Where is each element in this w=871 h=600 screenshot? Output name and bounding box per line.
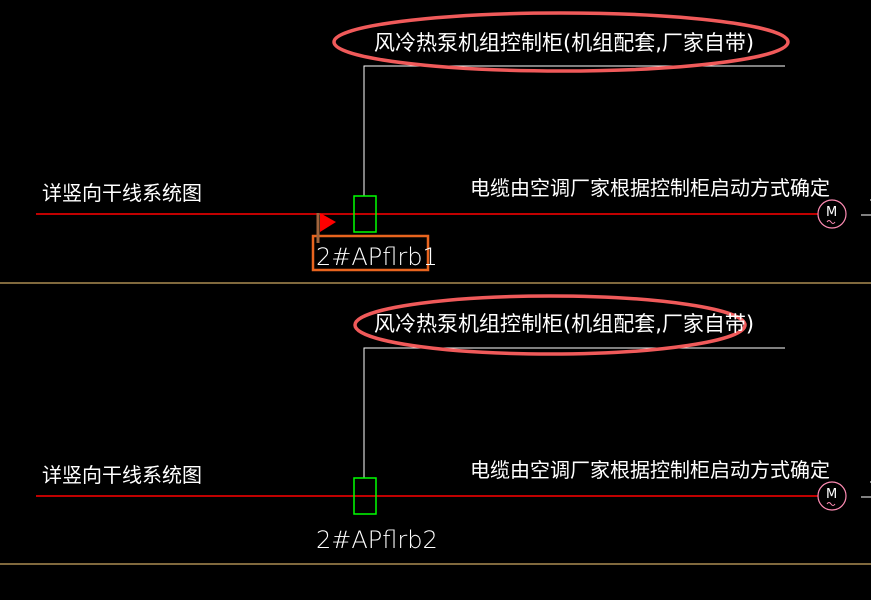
panel-2: 风冷热泵机组控制柜(机组配套,厂家自带) 详竖向干线系统图 电缆由空调厂家根据控… [36, 294, 871, 554]
ac-wave-icon [826, 502, 836, 506]
ac-wave-icon [826, 220, 836, 224]
highlight-ellipse [332, 11, 790, 73]
panel-label[interactable]: 2#APflrb2 [316, 526, 438, 554]
motor-icon[interactable] [817, 199, 847, 229]
left-note[interactable]: 详竖向干线系统图 [42, 181, 202, 205]
cabinet-box[interactable] [353, 195, 377, 233]
cabinet-title[interactable]: 风冷热泵机组控制柜(机组配套,厂家自带) [374, 312, 754, 336]
cable-note[interactable]: 电缆由空调厂家根据控制柜启动方式确定 [470, 176, 830, 200]
leader-line[interactable] [363, 65, 785, 196]
leader-line[interactable] [363, 347, 785, 478]
highlight-ellipse [353, 294, 747, 356]
cabinet-box[interactable] [353, 477, 377, 515]
left-note[interactable]: 详竖向干线系统图 [42, 463, 202, 487]
motor-symbol: M [826, 205, 837, 220]
flag-icon [320, 213, 336, 232]
cabinet-title[interactable]: 风冷热泵机组控制柜(机组配套,厂家自带) [374, 31, 754, 55]
cable-note[interactable]: 电缆由空调厂家根据控制柜启动方式确定 [470, 458, 830, 482]
motor-symbol: M [826, 487, 837, 502]
panel-label[interactable]: 2#APflrb1 [316, 243, 438, 271]
selection-box[interactable] [311, 234, 430, 272]
motor-icon[interactable] [817, 481, 847, 511]
panel-1: 风冷热泵机组控制柜(机组配套,厂家自带) 详竖向干线系统图 电缆由空调厂家根据控… [36, 11, 871, 272]
